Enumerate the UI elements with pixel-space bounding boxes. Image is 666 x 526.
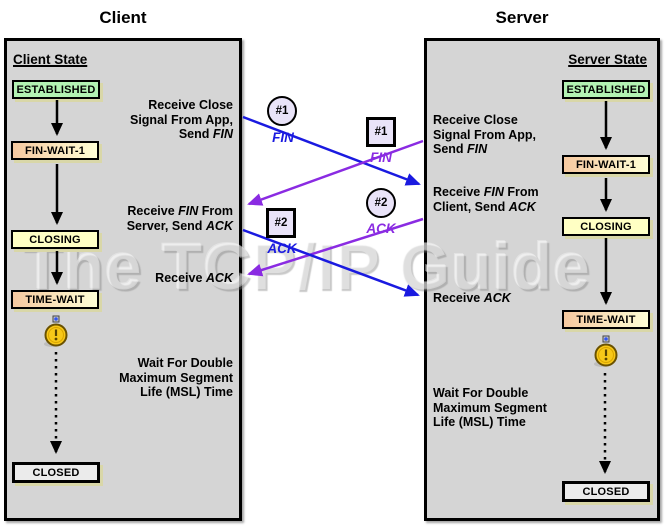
annotation-line: Signal From App, [129, 112, 233, 127]
fin-term: FIN [483, 185, 504, 199]
server-state-closing: CLOSING [562, 217, 650, 236]
annotation-line: Client, Send [433, 199, 509, 214]
annotation-line: Server, Send [126, 218, 206, 233]
server-state-time-wait: TIME-WAIT [562, 310, 650, 329]
annotation-line: Send [178, 127, 213, 141]
ack-term: ACK [205, 271, 233, 285]
message-2-server-ack-badge: #2 [366, 188, 396, 218]
annotation-line: Receive [155, 271, 206, 285]
server-state-fin-wait-1: FIN-WAIT-1 [562, 155, 650, 174]
stopwatch-icon [44, 315, 68, 347]
annotation-line: From [198, 204, 233, 218]
annotation-line: Wait For Double [433, 386, 529, 400]
annotation-line: Life (MSL) Time [140, 385, 233, 399]
annotation-line: Receive [433, 291, 484, 305]
server-state-heading: Server State [568, 52, 647, 67]
server-annotation-receive-close: Receive Close Signal From App, Send FIN [433, 113, 593, 157]
annotation-line: Send [433, 142, 468, 156]
client-title: Client [99, 8, 147, 27]
client-fin-label: FIN [272, 130, 294, 145]
server-annotation-wait-msl: Wait For Double Maximum Segment Life (MS… [433, 386, 593, 430]
annotation-line: Receive [433, 185, 484, 199]
server-panel: Server State ESTABLISHED FIN-WAIT-1 CLOS… [424, 38, 660, 521]
client-ack-label: ACK [267, 241, 297, 256]
annotation-line: Maximum Segment [119, 370, 233, 385]
server-state-established: ESTABLISHED [562, 80, 650, 99]
server-annotation-receive-ack: Receive ACK [433, 291, 593, 306]
client-annotation-receive-close: Receive Close Signal From App, Send FIN [83, 98, 233, 142]
annotation-line: Life (MSL) Time [433, 415, 526, 429]
annotation-line: Signal From App, [433, 127, 537, 142]
annotation-line: From [503, 185, 539, 199]
ack-term: ACK [205, 218, 233, 233]
annotation-line: Maximum Segment [433, 400, 547, 415]
server-state-closed: CLOSED [562, 481, 650, 502]
annotation-line: Receive Close [148, 98, 233, 112]
client-state-fin-wait-1: FIN-WAIT-1 [11, 141, 99, 160]
client-state-time-wait: TIME-WAIT [11, 290, 99, 309]
client-state-established: ESTABLISHED [12, 80, 100, 99]
server-ack-label: ACK [366, 221, 396, 236]
fin-term: FIN [212, 127, 233, 141]
annotation-line: Receive Close [433, 113, 518, 127]
message-1-server-fin-badge: #1 [366, 117, 396, 147]
message-1-client-fin-badge: #1 [267, 96, 297, 126]
server-title: Server [495, 8, 549, 27]
server-fin-label: FIN [370, 150, 392, 165]
client-state-heading: Client State [13, 52, 88, 67]
message-2-client-ack-badge: #2 [266, 208, 296, 238]
client-annotation-receive-ack: Receive ACK [83, 271, 233, 286]
fin-term: FIN [467, 142, 488, 156]
ack-term: ACK [508, 199, 536, 214]
fin-term: FIN [178, 204, 199, 218]
server-annotation-receive-fin: Receive FIN From Client, Send ACK [433, 185, 593, 214]
stopwatch-icon [594, 335, 618, 367]
client-state-closing: CLOSING [11, 230, 99, 249]
client-panel: Client State ESTABLISHED FIN-WAIT-1 CLOS… [4, 38, 242, 521]
annotation-line: Receive [127, 204, 179, 218]
client-ack-arrow [242, 228, 420, 297]
client-state-closed: CLOSED [12, 462, 100, 483]
client-annotation-receive-fin: Receive FIN From Server, Send ACK [83, 204, 233, 233]
ack-term: ACK [483, 291, 511, 305]
client-annotation-wait-msl: Wait For Double Maximum Segment Life (MS… [83, 356, 233, 400]
annotation-line: Wait For Double [137, 356, 233, 370]
